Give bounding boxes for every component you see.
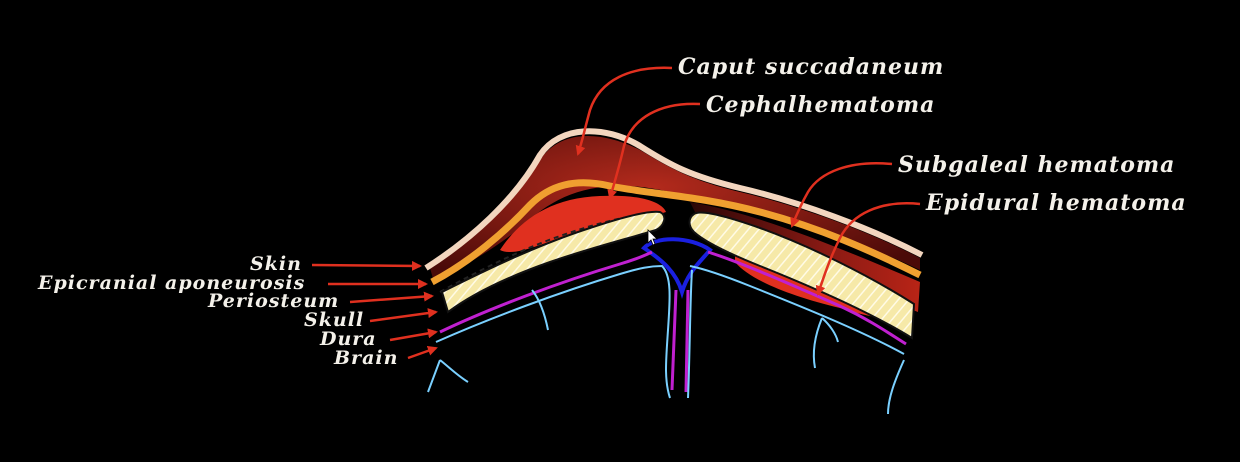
label-epicranial: Epicranial aponeurosis [37, 272, 305, 294]
label-skin: Skin [250, 253, 302, 275]
aponeurosis-layer [430, 179, 922, 286]
brain-sulcus-2 [427, 359, 469, 393]
brain-outline-left [435, 264, 671, 399]
skin-layer [424, 128, 924, 271]
falx [670, 289, 690, 393]
label-brain: Brain [333, 347, 398, 369]
dura-right [707, 250, 907, 346]
sagittal-sinus [640, 237, 713, 299]
arrow-dura [389, 328, 438, 342]
arrow-caput [575, 66, 673, 156]
brain-outline-right [687, 265, 905, 399]
dura-left [439, 250, 653, 334]
mouse-cursor-icon [647, 229, 658, 246]
brain-sulcus-4 [887, 359, 905, 415]
arrow-skin [311, 260, 422, 271]
skull-left [440, 210, 666, 314]
label-skull: Skull [304, 309, 364, 331]
label-dura: Dura [319, 328, 377, 350]
brain-sulcus-1 [531, 289, 549, 331]
label-epidural: Epidural hematoma [925, 190, 1187, 216]
arrow-skull [369, 308, 438, 323]
skull-right [688, 211, 916, 340]
cephalhematoma-region [500, 195, 666, 253]
arrow-subgaleal [790, 162, 893, 228]
arrow-periosteum [349, 291, 434, 304]
label-cephalhematoma: Cephalhematoma [706, 92, 935, 118]
arrow-cephalhematoma [607, 102, 701, 200]
label-subgaleal: Subgaleal hematoma [898, 152, 1175, 178]
caput-region [430, 136, 920, 282]
arrow-brain [407, 345, 438, 360]
arrow-epidural [815, 202, 921, 296]
label-caput: Caput succadaneum [678, 54, 944, 80]
brain-sulcus-3 [812, 317, 839, 369]
label-periosteum: Periosteum [207, 290, 339, 312]
